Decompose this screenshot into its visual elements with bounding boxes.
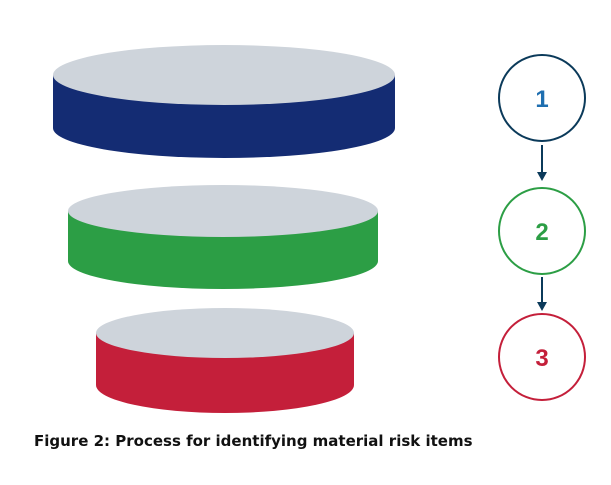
step-connector-2-3	[537, 277, 547, 311]
step-2: 2	[498, 187, 586, 275]
funnel-tier-3	[96, 308, 354, 413]
funnel-tier-2-top	[68, 185, 378, 237]
step-3: 3	[498, 313, 586, 401]
funnel-tier-3-top	[96, 308, 354, 358]
step-1: 1	[498, 54, 586, 142]
arrow-down-icon	[537, 172, 547, 181]
figure-caption: Figure 2: Process for identifying materi…	[34, 432, 473, 450]
funnel-tier-1-top	[53, 45, 395, 105]
arrow-down-icon	[537, 302, 547, 311]
funnel-tier-1	[53, 45, 395, 158]
step-connector-1-2	[537, 145, 547, 181]
step-1-number: 1	[535, 86, 548, 113]
funnel-tier-2	[68, 185, 378, 289]
step-2-circle	[498, 187, 586, 275]
step-1-circle	[498, 54, 586, 142]
step-3-circle	[498, 313, 586, 401]
step-2-number: 2	[535, 219, 548, 246]
step-3-number: 3	[535, 345, 548, 372]
